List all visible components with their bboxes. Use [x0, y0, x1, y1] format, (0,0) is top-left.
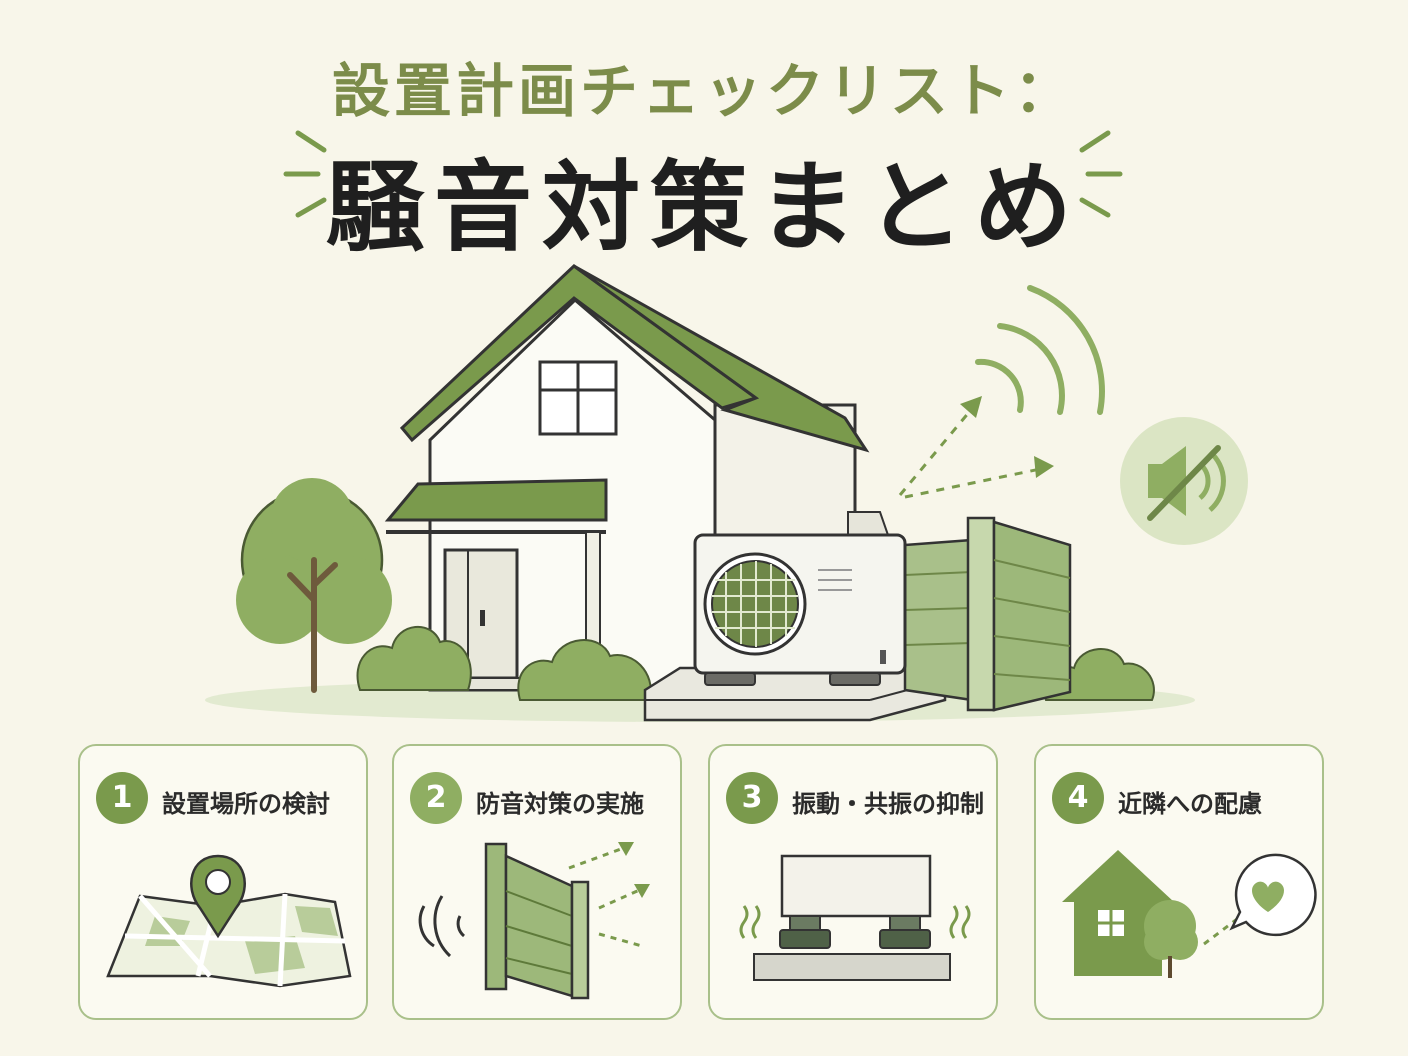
checklist-card-vibration: 3 振動・共振の抑制 [708, 744, 998, 1020]
tree-icon [236, 478, 392, 693]
step-number-badge: 3 [726, 772, 778, 824]
step-number-badge: 4 [1052, 772, 1104, 824]
neighbor-heart-icon [1062, 850, 1317, 978]
concrete-base [643, 666, 947, 722]
air-conditioner-outdoor-unit-icon [693, 511, 907, 686]
subtitle: 設置計画チェックリスト： [331, 57, 1076, 125]
fence-icon [903, 516, 1072, 712]
sound-barrier-icon [418, 842, 650, 1000]
main-illustration [205, 130, 1248, 722]
card-label: 近隣への配慮 [1118, 790, 1262, 818]
checklist-card-soundproofing: 2 防音対策の実施 [392, 744, 682, 1020]
checklist-card-neighbors: 4 近隣への配慮 [1034, 744, 1324, 1020]
sound-wave-icon [975, 285, 1105, 415]
card-label: 防音対策の実施 [476, 790, 644, 818]
bush-icon [356, 626, 1155, 701]
step-number-badge: 1 [96, 772, 148, 824]
arrow-heads [960, 396, 1054, 478]
page-title: 騒音対策まとめ [325, 151, 1082, 265]
sound-direction-arrows [898, 404, 1046, 499]
card-label: 設置場所の検討 [162, 790, 330, 818]
vibration-pad-icon [739, 854, 971, 981]
mute-speaker-icon [1120, 417, 1248, 545]
title-accent-lines [283, 130, 1123, 218]
step-number-badge: 2 [410, 772, 462, 824]
checklist-card-location: 1 設置場所の検討 [78, 744, 368, 1020]
card-label: 振動・共振の抑制 [792, 790, 984, 818]
map-pin-icon [106, 854, 352, 988]
